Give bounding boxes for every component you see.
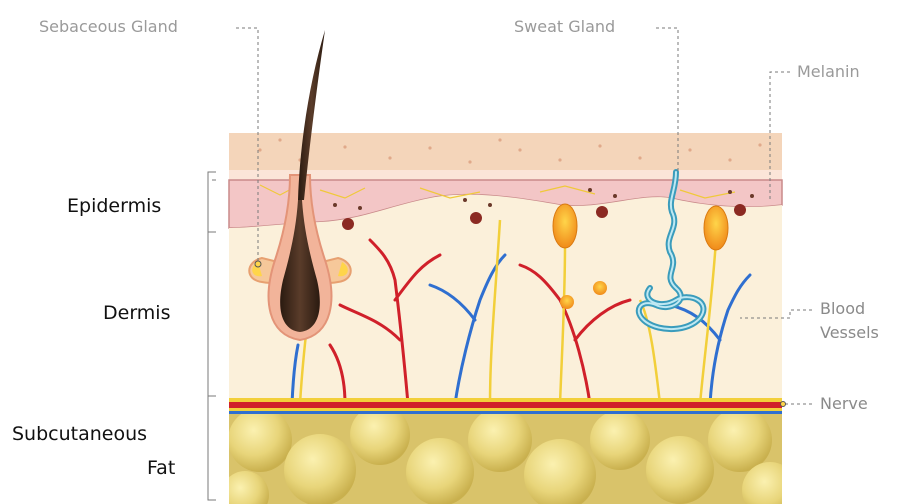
label-vessels: Vessels — [820, 321, 879, 345]
label-subcutaneous: Subcutaneous — [12, 423, 147, 445]
label-sweat-gland: Sweat Gland — [514, 17, 615, 36]
label-blood: Blood — [820, 297, 865, 321]
label-sebaceous-gland: Sebaceous Gland — [39, 17, 178, 36]
label-epidermis: Epidermis — [67, 195, 161, 217]
layer-brackets — [208, 172, 216, 500]
label-nerve: Nerve — [820, 392, 868, 416]
label-melanin: Melanin — [797, 62, 860, 81]
label-fat: Fat — [147, 457, 175, 479]
main-vessel-bands — [229, 398, 782, 415]
label-dermis: Dermis — [103, 302, 170, 324]
subcutaneous-fat-layer — [221, 405, 798, 504]
epidermis-outer-layer — [229, 133, 782, 180]
